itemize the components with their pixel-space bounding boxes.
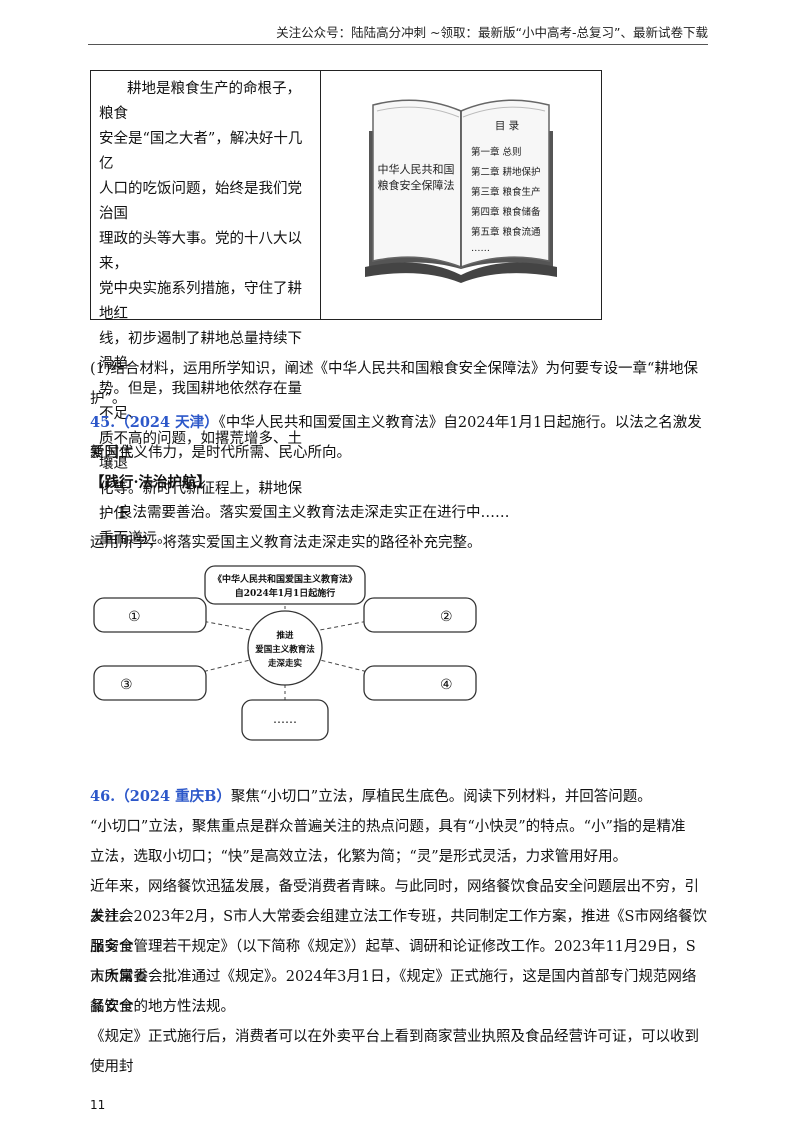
toc-item: 第三章 粮食生产 — [471, 186, 541, 198]
book-title-line1: 中华人民共和国 — [378, 162, 455, 176]
q44-subquestion-1: (1)结合材料，运用所学知识，阐述《中华人民共和国粮食安全保障法》为何要专设一章… — [90, 361, 698, 407]
q46-line: “小切口”立法，聚焦重点是群众普遍关注的热点问题，具有“小快灵”的特点。“小”指… — [90, 819, 686, 835]
page-number: 11 — [90, 1098, 106, 1112]
diagram-center-line1: 推进 — [276, 630, 294, 641]
q46-line: 品安全的地方性法规。 — [90, 999, 235, 1015]
q45-diagram: 《中华人民共和国爱国主义教育法》 自2024年1月1日起施行 推进 爱国主义教育… — [93, 565, 477, 741]
box-label-2: ② — [440, 609, 453, 625]
q45-line1: 45.（2024 天津）《中华人民共和国爱国主义教育法》自2024年1月1日起施… — [90, 414, 702, 461]
page-header: 关注公众号：陆陆高分冲刺 ~领取：最新版“小中高考-总复习”、最新试卷下载 — [88, 14, 708, 45]
box-label-1: ① — [128, 609, 141, 625]
q45-number: 45.（2024 天津） — [90, 414, 219, 431]
q46-number: 46.（2024 重庆B） — [90, 788, 231, 805]
answer-box-2[interactable] — [363, 597, 477, 633]
material-line: 党中央实施系列措施，守住了耕地红 — [99, 281, 302, 322]
q46-line: 近年来，网络餐饮迅猛发展，备受消费者青睐。与此同时，网络餐饮食品安全问题层出不穷… — [90, 879, 699, 925]
toc-item: 第二章 耕地保护 — [471, 166, 541, 178]
q45-line2: 爱国主义伟力，是时代所需、民心所向。 — [90, 445, 351, 461]
answer-box-4[interactable] — [363, 665, 477, 701]
q45-line3: 良法需要善治。落实爱国主义教育法走深走实正在进行中…… — [118, 505, 510, 521]
box-label-4: ④ — [440, 677, 453, 693]
toc-title: 目 录 — [495, 120, 519, 132]
q45-section-title: 【践行·法治护航】 — [90, 474, 212, 491]
material-line: 人口的吃饭问题，始终是我们党治国 — [99, 181, 302, 222]
q46-line: 立法，选取小切口；“快”是高效立法，化繁为简；“灵”是形式灵活，力求管用好用。 — [90, 849, 628, 865]
box-label-3: ③ — [120, 677, 133, 693]
book-image-cell: 中华人民共和国 粮食安全保障法 目 录 第一章 总则 第二章 耕地保护 第三章 … — [321, 71, 601, 319]
toc-item: …… — [471, 243, 490, 254]
q46-line: 关注。2023年2月，S市人大常委会组建立法工作专班，共同制定工作方案，推进《S… — [90, 909, 707, 955]
diagram-center-line2: 爱国主义教育法 — [255, 644, 315, 655]
material-line: 线，初步遏制了耕地总量持续下滑趋 — [99, 331, 302, 372]
answer-box-5[interactable] — [241, 699, 329, 741]
material-table: 耕地是粮食生产的命根子，粮食 安全是“国之大者”，解决好十几亿 人口的吃饭问题，… — [90, 70, 602, 547]
open-book-illustration: 中华人民共和国 粮食安全保障法 目 录 第一章 总则 第二章 耕地保护 第三章 … — [365, 99, 557, 283]
material-line: 安全是“国之大者”，解决好十几亿 — [99, 131, 303, 172]
toc-item: 第四章 粮食储备 — [471, 206, 541, 218]
header-text: 关注公众号：陆陆高分冲刺 ~领取：最新版“小中高考-总复习”、最新试卷下载 — [276, 25, 708, 40]
box-label-5: …… — [273, 712, 297, 726]
q46-line: 人大常委会批准通过《规定》。2024年3月1日，《规定》正式施行，这是国内首部专… — [90, 969, 697, 1015]
diagram-center-line3: 走深走实 — [267, 658, 303, 669]
material-line: 理政的头等大事。党的十八大以来， — [99, 231, 302, 272]
answer-box-1[interactable] — [93, 597, 207, 633]
material-line: 耕地是粮食生产的命根子，粮食 — [99, 81, 301, 122]
material-text-cell: 耕地是粮食生产的命根子，粮食 安全是“国之大者”，解决好十几亿 人口的吃饭问题，… — [91, 71, 321, 547]
q46-line: 品安全管理若干规定》（以下简称《规定》）起草、调研和论证修改工作。2023年11… — [90, 939, 696, 985]
toc-item: 第一章 总则 — [471, 146, 522, 158]
q46-line: 《规定》正式施行后，消费者可以在外卖平台上看到商家营业执照及食品经营许可证，可以… — [90, 1029, 699, 1075]
q46-head-line: 46.（2024 重庆B）聚焦“小切口”立法，厚植民生底色。阅读下列材料，并回答… — [90, 788, 652, 805]
material-line: 质不高的问题，如撂荒增多、土壤退 — [99, 431, 302, 472]
book-title-line2: 粮食安全保障法 — [378, 178, 455, 192]
diagram-top-line2: 自2024年1月1日起施行 — [235, 587, 336, 599]
material-line: 重而道远。 — [99, 531, 172, 547]
answer-box-3[interactable] — [93, 665, 207, 701]
toc-item: 第五章 粮食流通 — [471, 226, 541, 238]
material-line: 化等。新时代新征程上，耕地保护任 — [99, 481, 302, 522]
diagram-top-line1: 《中华人民共和国爱国主义教育法》 — [213, 573, 357, 585]
material-line: 势。但是，我国耕地依然存在量不足、 — [99, 381, 302, 422]
q45-line4: 运用所学，将落实爱国主义教育法走深走实的路径补充完整。 — [90, 535, 482, 551]
